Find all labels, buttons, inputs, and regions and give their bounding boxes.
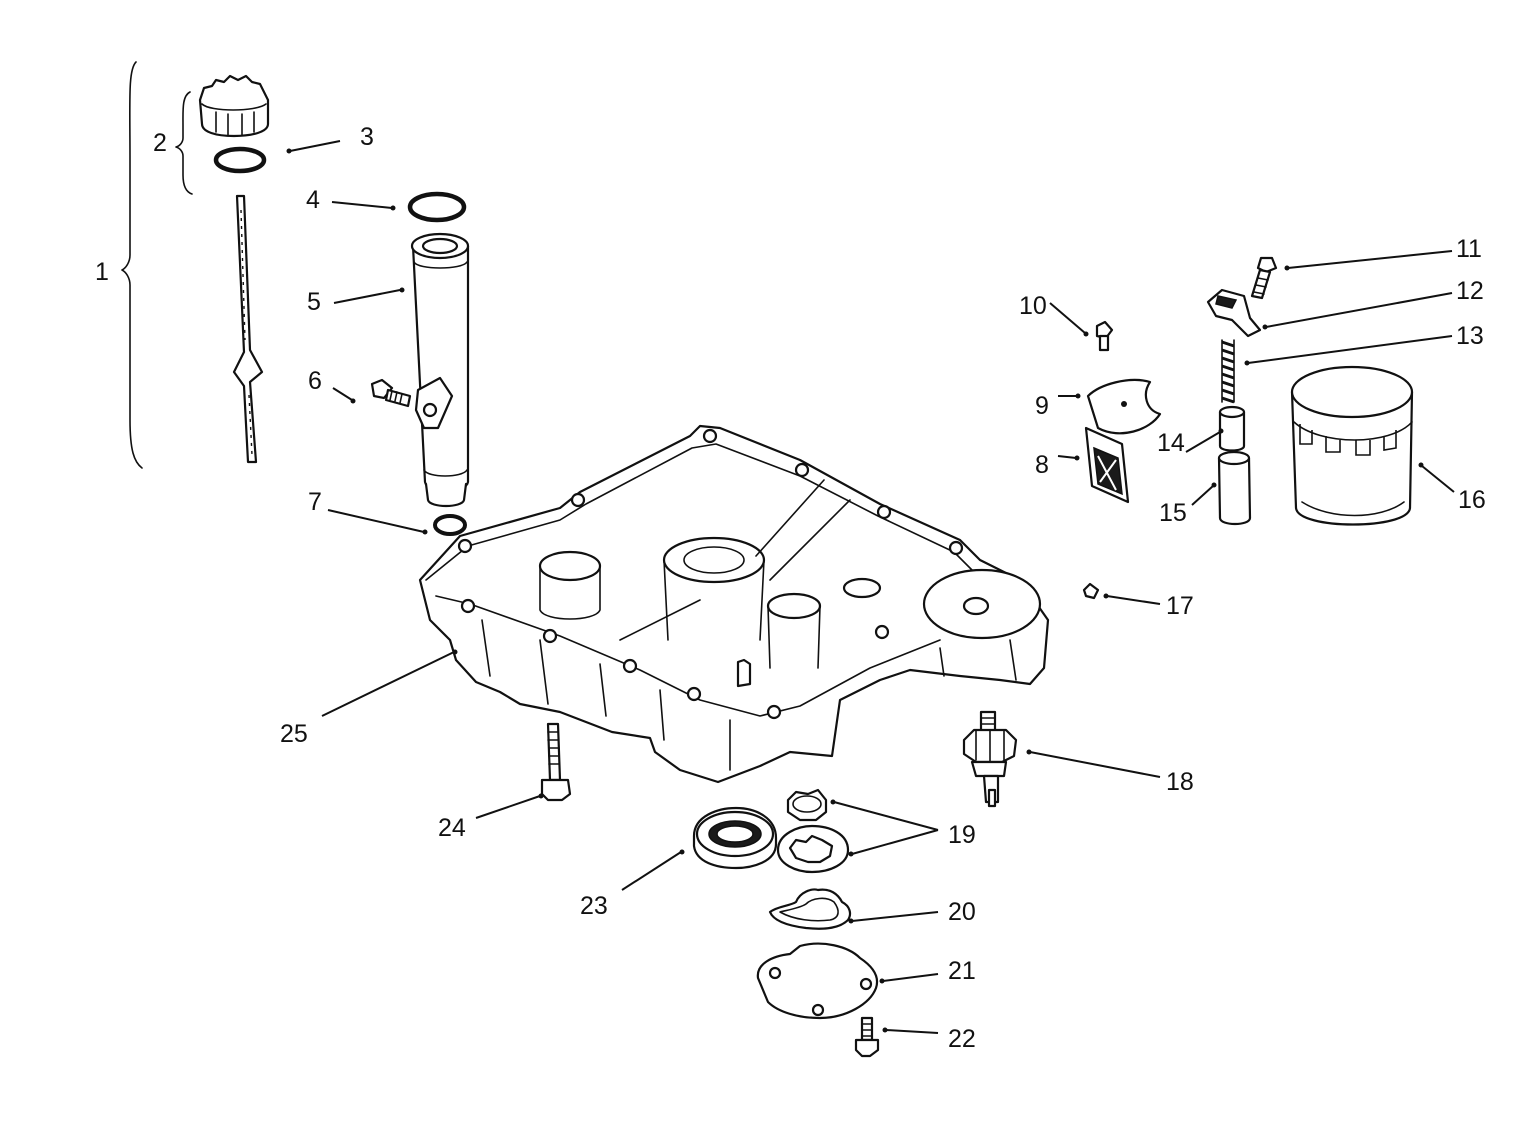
callout-12: 12 — [1456, 277, 1484, 305]
callout-24: 24 — [438, 814, 466, 842]
callout-9: 9 — [1035, 392, 1049, 420]
screen-filter — [1084, 426, 1130, 504]
callout-19: 19 — [948, 821, 976, 849]
oil-filter — [1290, 365, 1414, 526]
relief-valve-spring — [1221, 339, 1235, 404]
dipstick — [232, 194, 264, 464]
callout-11: 11 — [1456, 235, 1482, 263]
bracket-group-1 — [121, 61, 143, 469]
callout-7: 7 — [308, 488, 322, 516]
oil-pan — [418, 424, 1050, 784]
callout-8: 8 — [1035, 451, 1049, 479]
relief-bracket-bolt — [1250, 256, 1278, 300]
callout-3: 3 — [360, 123, 374, 151]
pipe-plug — [1082, 582, 1100, 600]
oil-pressure-switch — [962, 710, 1018, 808]
callout-labels: 1 2 3 4 5 6 7 8 9 10 11 12 13 14 15 16 1… — [95, 123, 1486, 1053]
cap-o-ring — [213, 146, 267, 174]
callout-5: 5 — [307, 288, 321, 316]
oil-pan-bolt-holes — [457, 428, 964, 720]
callout-10: 10 — [1019, 292, 1047, 320]
tube-bracket — [414, 376, 454, 430]
leader-lines — [286, 140, 1455, 1034]
callout-2: 2 — [153, 129, 167, 157]
oil-pump-gears — [776, 788, 850, 874]
oil-pump-cover — [756, 942, 879, 1020]
dipstick-cap — [198, 74, 270, 138]
callout-6: 6 — [308, 367, 322, 395]
callout-16: 16 — [1458, 486, 1486, 514]
dipstick-tube-o-ring-lower — [433, 514, 467, 536]
callout-18: 18 — [1166, 768, 1194, 796]
callout-20: 20 — [948, 898, 976, 926]
callout-17: 17 — [1166, 592, 1194, 620]
oil-pan-bolt — [540, 722, 572, 802]
callout-4: 4 — [306, 186, 320, 214]
callout-22: 22 — [948, 1025, 976, 1053]
tube-bracket-bolt — [370, 378, 412, 408]
callout-25: 25 — [280, 720, 308, 748]
callout-15: 15 — [1159, 499, 1187, 527]
callout-23: 23 — [580, 892, 608, 920]
relief-valve-body — [1217, 450, 1252, 526]
baffle-screw — [1095, 320, 1114, 352]
pump-cover-screw — [854, 1016, 880, 1058]
oil-seal — [692, 806, 778, 870]
bracket-group-2 — [175, 91, 193, 195]
callout-1: 1 — [95, 258, 109, 286]
dipstick-tube — [410, 232, 470, 508]
callout-14: 14 — [1157, 429, 1185, 457]
relief-valve-piston — [1218, 405, 1246, 452]
callout-13: 13 — [1456, 322, 1484, 350]
callout-21: 21 — [948, 957, 976, 985]
dipstick-tube-o-ring-upper — [407, 191, 467, 223]
